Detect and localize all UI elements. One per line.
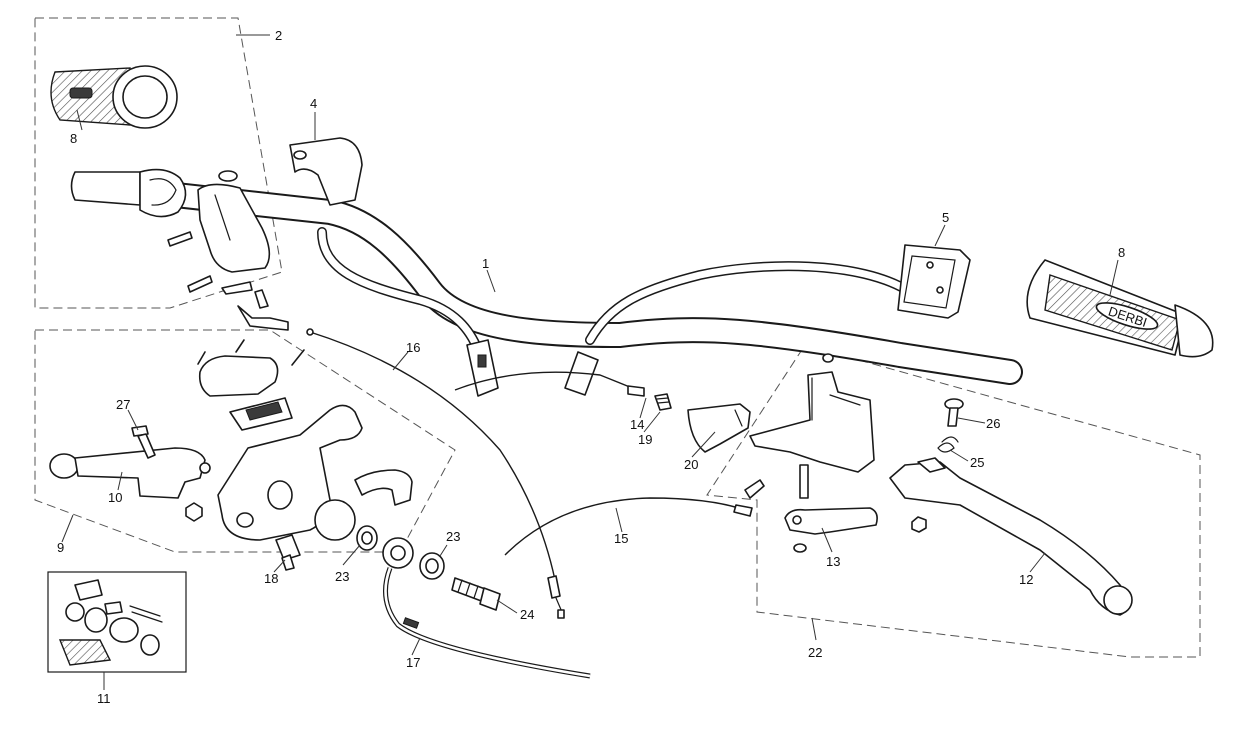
repair-kit-11: [58, 579, 163, 666]
banjo-bolt-24: [451, 577, 501, 611]
callout-22: 22: [808, 645, 822, 660]
callout-15: 15: [614, 531, 628, 546]
callout-24: 24: [520, 607, 534, 622]
screw-27: [131, 425, 156, 459]
lever-perch-right: [744, 353, 875, 499]
callout-17: 17: [406, 655, 420, 670]
callout-23-left: 23: [335, 569, 349, 584]
callout-13: 13: [826, 554, 840, 569]
callout-10: 10: [108, 490, 122, 505]
callout-20: 20: [684, 457, 698, 472]
screws-group-2: [167, 231, 289, 331]
callout-4: 4: [310, 96, 317, 111]
callout-14: 14: [630, 417, 644, 432]
callout-26: 26: [986, 416, 1000, 431]
throttle-grip-left: [70, 168, 271, 273]
spring-25: [937, 436, 959, 453]
adjuster-19: [654, 393, 672, 411]
switch-housing-5: [897, 244, 971, 319]
callout-2: 2: [275, 28, 282, 43]
lever-cover-20: [687, 403, 751, 453]
cable-16: [306, 328, 565, 619]
callout-23-right: 23: [446, 529, 460, 544]
callout-19: 19: [638, 432, 652, 447]
callout-9: 9: [57, 540, 64, 555]
cover-4: [289, 137, 363, 206]
callout-16: 16: [406, 340, 420, 355]
callout-25: 25: [970, 455, 984, 470]
washer-23-right: [419, 552, 445, 580]
callout-5: 5: [942, 210, 949, 225]
master-cylinder-assembly: [197, 339, 413, 541]
switch-18: [275, 534, 301, 571]
cable-15: [504, 497, 753, 556]
callout-18: 18: [264, 571, 278, 586]
small-nuts: [185, 502, 927, 553]
callout-1: 1: [482, 256, 489, 271]
lever-right: [889, 457, 1133, 616]
lever-left: [49, 447, 211, 499]
leader-lines: [61, 34, 1119, 690]
cable-14: [454, 371, 645, 397]
callout-12: 12: [1019, 572, 1033, 587]
group-outline-22: [706, 344, 1201, 658]
lever-bracket-13: [784, 507, 878, 535]
callout-labels: 2 4 5 8 8 1 9 10 11 12 13 14 15 16 17 18…: [57, 28, 1125, 706]
callout-27: 27: [116, 397, 130, 412]
brake-hose: [382, 537, 591, 679]
grip-left-exploded: [50, 65, 178, 129]
group-outline-9: [34, 329, 456, 553]
group-outline-11: [47, 571, 187, 673]
callout-8-left: 8: [70, 131, 77, 146]
callout-8-right: 8: [1118, 245, 1125, 260]
screw-26: [944, 398, 964, 427]
callout-11: 11: [97, 691, 111, 706]
washer-23-left: [356, 525, 378, 551]
grip-right: DERBI: [1026, 259, 1214, 358]
